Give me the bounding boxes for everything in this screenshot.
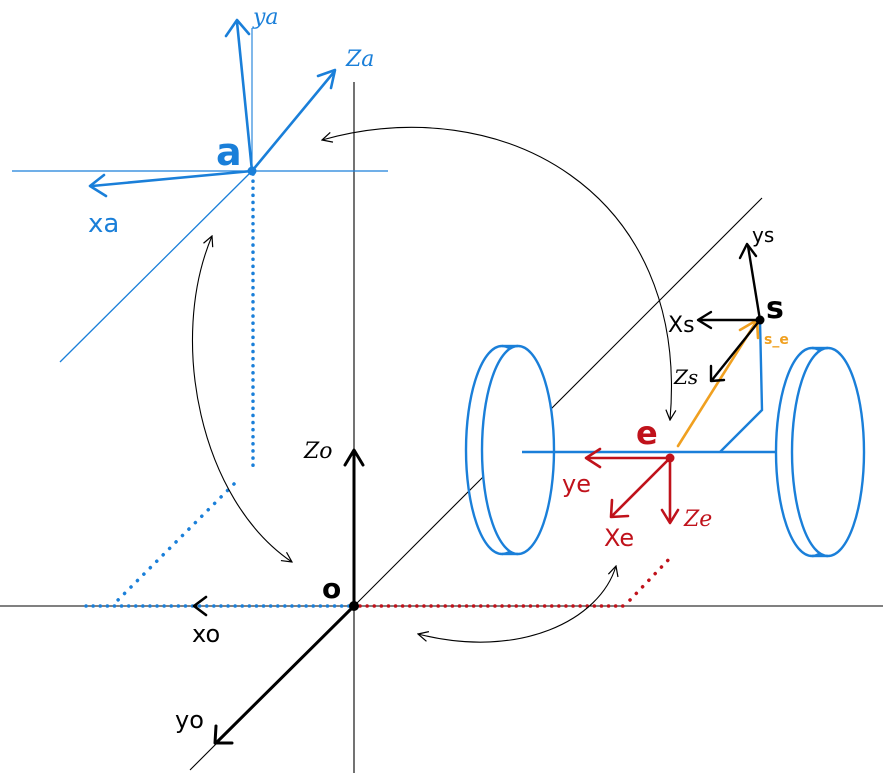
chassis-support [719, 319, 764, 453]
frame-s-z-arrowhead [709, 364, 726, 383]
frame-o-y-arrowhead [213, 724, 234, 745]
frame-s-y-label: ys [752, 223, 774, 247]
world-guides [0, 82, 883, 773]
arrow-o-to-e-curve [418, 566, 616, 643]
dotted-e-diagonal [628, 554, 674, 602]
frame-o: o Zo xo yo [175, 439, 365, 745]
frame-a-y-label: ya [252, 5, 279, 30]
frame-e-x-axis [610, 456, 672, 518]
frame-a-x-arrowhead [88, 173, 108, 198]
frame-o-y-axis [214, 604, 356, 745]
right-wheel [774, 346, 866, 558]
frame-s-y-arrowhead [738, 242, 758, 260]
frame-a-y-arrowhead [224, 18, 251, 38]
frame-a-y-axis [235, 20, 254, 173]
frame-o-origin-dot [349, 601, 359, 611]
frame-e-x-label: Xe [604, 524, 634, 552]
frame-a-x-label: xa [88, 209, 119, 239]
frame-a: a ya Za xa [12, 5, 388, 363]
frame-e-y-arrowhead [584, 447, 602, 469]
frame-e: e ye Xe Ze [562, 414, 712, 552]
frame-o-y-label: yo [175, 706, 204, 734]
frame-e-z-arrowhead [660, 508, 680, 525]
arrow-a-to-s-curve [322, 126, 671, 420]
vehicle [464, 319, 866, 558]
frame-s-x-label: Xs [668, 313, 695, 338]
frame-e-z-label: Ze [683, 507, 712, 532]
frame-a-origin-label: a [216, 130, 242, 174]
left-wheel [464, 344, 556, 556]
frame-a-z-label: Za [345, 47, 374, 72]
left-wheel-front-rim [480, 344, 556, 556]
frame-s-x-arrowhead [696, 310, 713, 330]
frame-s-origin-dot [755, 315, 765, 325]
frame-s-z-label: Zs [673, 365, 698, 389]
vector-s-e-label: s_e [764, 332, 789, 348]
frame-a-origin-dot [247, 166, 257, 176]
frame-s-y-axis [746, 244, 762, 322]
frame-a-x-axis [90, 169, 254, 188]
frame-a-z-axis [250, 70, 336, 173]
frame-o-z-arrowhead [343, 448, 365, 467]
frame-e-origin-label: e [636, 414, 658, 452]
frame-o-origin-label: o [322, 572, 341, 605]
dotted-a-diagonal [116, 482, 236, 602]
frame-s-z-axis [710, 318, 762, 382]
frame-o-x-label: xo [192, 620, 220, 648]
arrow-o-to-a-curve [191, 236, 292, 562]
frame-e-origin-dot [665, 453, 675, 463]
frame-s: s ys Xs Zs [668, 223, 784, 389]
frame-o-z-label: Zo [303, 439, 333, 464]
frame-o-x-arrowhead [192, 595, 208, 617]
frame-e-x-arrowhead [609, 498, 630, 519]
dotted-connections [84, 172, 832, 608]
frame-a-diagonal-guide [59, 170, 253, 363]
frame-e-y-label: ye [562, 470, 591, 498]
transform-arrows [191, 126, 671, 643]
frame-s-origin-label: s [766, 291, 784, 326]
right-wheel-front-rim [790, 346, 866, 558]
frame-a-z-arrowhead [316, 68, 337, 90]
